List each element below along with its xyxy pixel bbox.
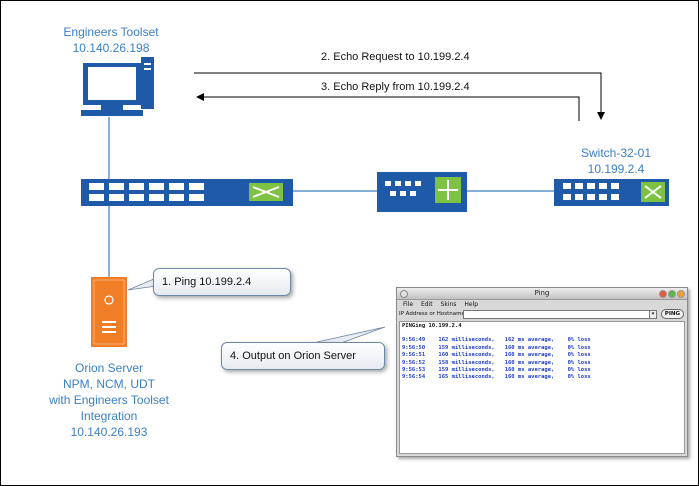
server-tower-icon [91, 277, 127, 347]
ping-callout: 1. Ping 10.199.2.4 [153, 268, 291, 296]
toolset-ip-label: 10.140.26.198 [72, 41, 150, 55]
ping-output-header: PINGing 10.199.2.4 [402, 323, 462, 329]
ping-window: Ping File Edit Skins Help IP Address or … [396, 287, 688, 457]
switch-name-label: Switch-32-01 [580, 146, 652, 160]
ping-button[interactable]: PING [660, 309, 684, 319]
toolset-name-label: Engineers Toolset [63, 25, 159, 39]
menu-skins[interactable]: Skins [440, 301, 457, 308]
echo-request-arrow [194, 72, 605, 120]
ping-window-titlebar: Ping [397, 288, 687, 300]
ping-window-title: Ping [534, 289, 550, 297]
echo-reply-label: 3. Echo Reply from 10.199.2.4 [321, 81, 470, 93]
ping-result-row: 9:56:49 162 milliseconds, 162 ms average… [402, 337, 591, 344]
network-switch-icon [81, 179, 293, 206]
ping-address-row: IP Address or Hostname ▾ PING [397, 309, 687, 320]
ping-menubar: File Edit Skins Help [397, 300, 687, 309]
router-icon [377, 172, 467, 212]
orion-name-label: Orion Server [74, 361, 144, 375]
address-dropdown-icon[interactable]: ▾ [649, 310, 657, 319]
ping-result-row: 9:56:54 165 milliseconds, 160 ms average… [402, 374, 591, 381]
output-callout: 4. Output on Orion Server [221, 342, 385, 370]
switch-ip-label: 10.199.2.4 [587, 162, 645, 176]
window-minimize-icon[interactable] [659, 290, 667, 298]
orion-integration-label: with Engineers Toolset [49, 393, 169, 407]
network-switch-icon [554, 179, 669, 206]
address-label: IP Address or Hostname [399, 311, 465, 317]
address-input[interactable] [463, 310, 653, 319]
echo-reply-arrow [196, 93, 580, 121]
menu-edit[interactable]: Edit [420, 301, 433, 308]
desktop-computer-icon [81, 57, 154, 116]
orion-integration-label-2: Integration [80, 409, 138, 423]
window-zoom-icon[interactable] [677, 290, 685, 298]
ping-result-row: 9:56:53 159 milliseconds, 160 ms average… [402, 367, 591, 374]
orion-ip-label: 10.140.26.193 [70, 425, 148, 439]
menu-file[interactable]: File [403, 301, 414, 308]
ping-result-row: 9:56:50 159 milliseconds, 160 ms average… [402, 344, 591, 351]
ping-result-row: 9:56:51 160 milliseconds, 160 ms average… [402, 352, 591, 359]
ping-result-row: 9:56:52 158 milliseconds, 160 ms average… [402, 359, 591, 366]
echo-request-label: 2. Echo Request to 10.199.2.4 [321, 51, 470, 63]
window-maximize-icon[interactable] [668, 290, 676, 298]
menu-help[interactable]: Help [464, 301, 479, 308]
window-close-icon[interactable] [400, 290, 408, 298]
orion-modules-label: NPM, NCM, UDT [63, 377, 155, 391]
ping-output: PINGing 10.199.2.4 9:56:49 162 millisecon… [399, 321, 685, 454]
